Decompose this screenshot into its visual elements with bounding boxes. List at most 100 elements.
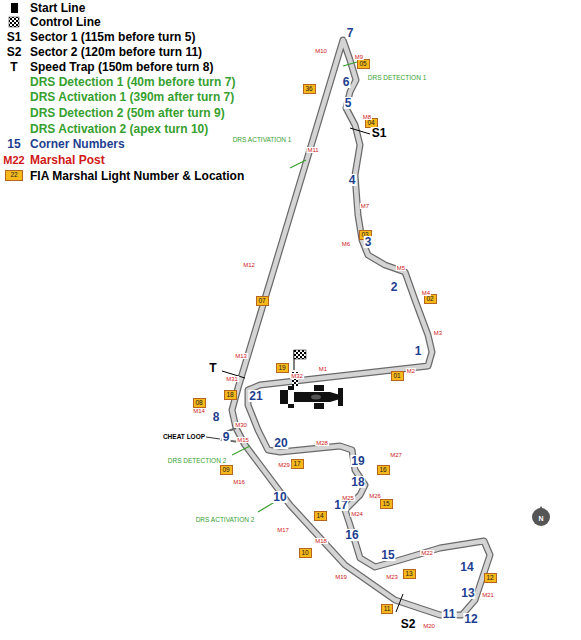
corner-number: 20 <box>273 437 288 449</box>
corner-number: 21 <box>248 390 263 402</box>
marshal-post: M3 <box>433 330 443 336</box>
legend-text: Speed Trap (150m before turn 8) <box>30 60 213 74</box>
corner-number: 19 <box>350 455 365 467</box>
marshal-light-box: 15 <box>380 499 393 509</box>
legend-item: Sector 1 (115m before turn 5) <box>30 31 195 43</box>
speed-trap-marker: T <box>208 362 217 374</box>
cheat-loop-leader <box>206 437 220 439</box>
legend-text: Control Line <box>30 15 101 29</box>
drs-label: DRS DETECTION 1 <box>367 75 428 82</box>
marshal-post: M10 <box>314 48 328 54</box>
legend-item: Speed Trap (150m before turn 8) <box>30 61 213 73</box>
marshal-post: M8 <box>362 114 372 120</box>
legend-item: Start Line <box>30 2 85 14</box>
light-number: 17 <box>293 461 300 468</box>
corner-number: 4 <box>348 174 357 186</box>
cheat-loop-label: CHEAT LOOP <box>162 434 206 441</box>
legend-item: DRS Detection 1 (40m before turn 7) <box>30 76 235 88</box>
light-number: 05 <box>359 61 366 68</box>
legend-text: DRS Activation 1 (390m after turn 7) <box>30 90 234 104</box>
light-number: 01 <box>393 373 400 380</box>
marshal-post: M32 <box>290 373 304 379</box>
legend-item: FIA Marshal Light Number & Location <box>30 170 244 182</box>
legend-text: Start Line <box>30 1 85 15</box>
corner-number: 13 <box>460 587 475 599</box>
marshal-post: M6 <box>341 241 351 247</box>
light-number: 02 <box>426 296 433 303</box>
marshal-post: M26 <box>368 493 382 499</box>
light-number: 18 <box>226 392 233 399</box>
drs-label: DRS ACTIVATION 1 <box>232 137 293 144</box>
marshal-post: M30 <box>234 422 248 428</box>
marshal-post: M11 <box>306 147 319 153</box>
marshal-post: M7 <box>360 203 370 209</box>
corner-number: 8 <box>212 411 221 423</box>
marshal-post: M5 <box>396 265 406 271</box>
marshal-post: M19 <box>334 574 348 580</box>
corner-number: 5 <box>344 97 353 109</box>
legend-item: DRS Activation 2 (apex turn 10) <box>30 123 208 135</box>
light-key: 22 <box>10 172 17 179</box>
legend-item: DRS Detection 2 (50m after turn 9) <box>30 107 225 119</box>
light-number: 11 <box>384 606 391 613</box>
marshal-post: M18 <box>314 538 328 544</box>
corner-number: 11 <box>442 608 457 620</box>
marshal-post: M2 <box>406 368 416 374</box>
corner-number: 9 <box>222 431 231 443</box>
race-car <box>280 385 343 409</box>
marshal-post: M4 <box>421 290 431 296</box>
corner-number: 1 <box>414 345 423 357</box>
marshal-light-box: 16 <box>377 465 390 475</box>
legend-text: Marshal Post <box>30 153 105 167</box>
legend-text: Sector 2 (120m before turn 11) <box>30 45 202 59</box>
marshal-post: M28 <box>315 440 329 446</box>
marshal-light-box: 18 <box>224 390 237 400</box>
light-number: 09 <box>222 467 229 474</box>
legend-item: DRS Activation 1 (390m after turn 7) <box>30 91 234 103</box>
marshal-post: M22 <box>420 550 434 556</box>
sector-marker: S1 <box>371 127 388 139</box>
corner-number: 10 <box>272 491 287 503</box>
drs-label: DRS ACTIVATION 2 <box>195 517 256 524</box>
legend-text: DRS Activation 2 (apex turn 10) <box>30 122 208 136</box>
legend-text: DRS Detection 1 (40m before turn 7) <box>30 75 235 89</box>
light-number: 08 <box>195 400 202 407</box>
marshal-post: M27 <box>389 452 403 458</box>
marshal-post: M29 <box>277 462 291 468</box>
marshal-light-box: 36 <box>303 84 316 94</box>
light-number: 12 <box>486 575 493 582</box>
marshal-post: M24 <box>350 511 364 517</box>
light-number: 16 <box>379 467 386 474</box>
drs-label: DRS DETECTION 2 <box>167 458 228 465</box>
legend-text: FIA Marshal Light Number & Location <box>30 169 244 183</box>
marshal-post: M1 <box>318 366 328 372</box>
legend-item: Corner Numbers <box>30 138 125 150</box>
legend-text: Sector 1 (115m before turn 5) <box>30 30 195 44</box>
marshal-post: M9 <box>354 54 364 60</box>
legend-item: Sector 2 (120m before turn 11) <box>30 46 202 58</box>
light-number: 36 <box>305 86 312 93</box>
start-line-sample <box>11 3 18 13</box>
light-number: 15 <box>382 501 389 508</box>
light-number: 14 <box>316 513 323 520</box>
legend-swatch: 22 <box>5 170 23 181</box>
marshal-light-box: 19 <box>276 363 289 373</box>
legend-item: Marshal Post <box>30 154 105 166</box>
marshal-key: M22 <box>3 155 24 166</box>
sector-marker: S2 <box>400 618 417 630</box>
marshal-post: M21 <box>481 592 495 598</box>
marshal-post: M16 <box>232 479 246 485</box>
light-number: 19 <box>278 365 285 372</box>
marshal-post: M12 <box>242 262 256 268</box>
marshal-light-box: 17 <box>291 459 304 469</box>
marshal-light-box: 07 <box>256 296 269 306</box>
marshal-post: M15 <box>236 437 250 443</box>
marshal-post: M14 <box>192 408 206 414</box>
sector-line <box>350 128 370 134</box>
light-number: 07 <box>258 298 265 305</box>
corner-number: 7 <box>346 27 355 39</box>
marshal-light-box: 13 <box>403 569 416 579</box>
legend-item: Control Line <box>30 16 101 28</box>
marshal-light-box: 08 <box>193 398 206 408</box>
legend-text: Corner Numbers <box>30 137 125 151</box>
